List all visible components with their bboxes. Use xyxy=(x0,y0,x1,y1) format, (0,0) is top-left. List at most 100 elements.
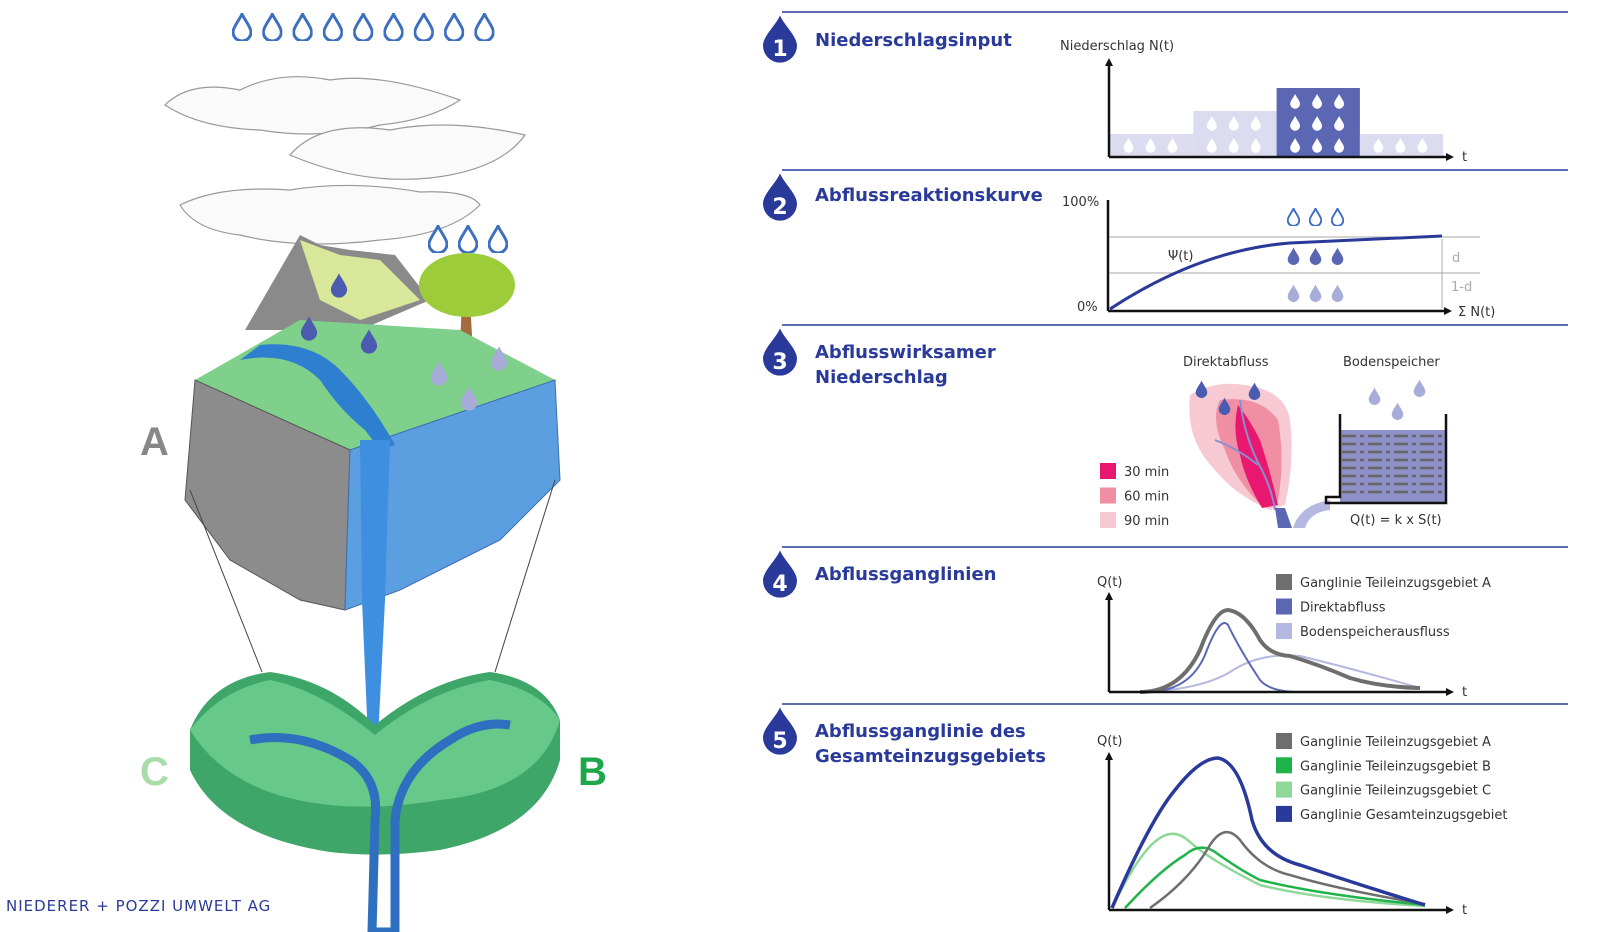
connector-line-right xyxy=(494,479,556,673)
section-2-title: Abflussreaktionskurve xyxy=(815,185,1043,206)
total-catchment-curve xyxy=(1110,756,1426,909)
legend-swatch xyxy=(1276,598,1292,615)
direct-runoff-curve xyxy=(1149,622,1301,693)
legend-label: Ganglinie Teileinzugsgebiet B xyxy=(1300,759,1491,774)
legend-swatch xyxy=(1100,463,1116,479)
section-1-x-label: t xyxy=(1462,150,1467,165)
drop-icon xyxy=(1309,284,1322,302)
legend-label: Ganglinie Teileinzugsgebiet C xyxy=(1300,784,1491,799)
section-1-y-label: Niederschlag N(t) xyxy=(1060,39,1174,54)
legend-label: Direktabfluss xyxy=(1300,601,1386,616)
step-number: 2 xyxy=(772,195,787,220)
drop-icon xyxy=(1331,208,1344,226)
section-4-title: Abflussganglinien xyxy=(815,564,996,585)
section-1-title: Niederschlagsinput xyxy=(815,30,1012,51)
legend-swatch xyxy=(1276,781,1292,798)
drop-icon xyxy=(232,13,252,41)
section-4-y-label: Q(t) xyxy=(1097,575,1122,590)
subcatchment-b-curve xyxy=(1124,846,1426,909)
subcatchment-a-curve xyxy=(1139,607,1421,694)
section-4-x-label: t xyxy=(1462,685,1467,700)
legend-label: Ganglinie Teileinzugsgebiet A xyxy=(1300,735,1491,750)
drop-icon xyxy=(1331,284,1344,302)
legend-label: Bodenspeicherausfluss xyxy=(1300,625,1450,640)
legend-label: 90 min xyxy=(1124,514,1169,529)
drop-icon xyxy=(458,225,478,253)
block-a xyxy=(184,320,561,740)
section-1: Niederschlagsinput Niederschlag N(t) t xyxy=(815,30,1467,165)
legend-label: 60 min xyxy=(1124,490,1169,505)
drop-icon xyxy=(1309,208,1322,226)
drop-icon xyxy=(1368,387,1381,405)
subcatchment-a-curve-5 xyxy=(1149,831,1426,910)
section-5-title-line1: Abflussganglinie des xyxy=(815,721,1026,742)
drop-icon xyxy=(1287,208,1300,226)
drop-icon xyxy=(488,225,508,253)
step-number: 3 xyxy=(772,350,787,375)
section-2: Abflussreaktionskurve 100% 0% d 1-d Ψ(t)… xyxy=(815,185,1495,320)
clouds xyxy=(164,76,527,245)
section-5: Abflussganglinie des Gesamteinzugsgebiet… xyxy=(815,721,1507,918)
drop-icon xyxy=(292,13,313,41)
legend-label: Ganglinie Teileinzugsgebiet A xyxy=(1300,576,1491,591)
drop-icon xyxy=(1195,380,1208,398)
section-2-drops xyxy=(1287,208,1344,302)
isochrone-legend: 30 min 60 min 90 min xyxy=(1100,463,1169,529)
section-lines xyxy=(782,11,1568,705)
drop-icon xyxy=(444,13,465,41)
rain-drops-top xyxy=(232,13,495,41)
drop-icon xyxy=(262,13,283,41)
legend-label: Ganglinie Gesamteinzugsgebiet xyxy=(1300,808,1507,823)
precipitation-bars xyxy=(1110,88,1444,157)
psi-label: Ψ(t) xyxy=(1168,249,1193,264)
legend-swatch xyxy=(1276,733,1292,749)
drop-icon xyxy=(1391,402,1404,420)
soil-storage-tank xyxy=(1324,414,1448,505)
soil-storage-label: Bodenspeicher xyxy=(1343,355,1440,370)
drop-icon xyxy=(353,13,374,41)
section-5-title-line2: Gesamteinzugsgebiets xyxy=(815,746,1046,767)
legend-swatch xyxy=(1276,574,1292,590)
legend-swatch xyxy=(1276,757,1292,774)
connector-line-left xyxy=(189,489,263,673)
block-bc xyxy=(190,672,560,932)
drop-icon xyxy=(1413,379,1426,397)
catchment-illustration: A B C NIEDERER + POZZI UMWELT AG xyxy=(6,13,607,932)
section-5-x-label: t xyxy=(1462,903,1467,918)
label-c: C xyxy=(140,750,169,794)
legend-swatch xyxy=(1100,487,1116,504)
step-number: 1 xyxy=(772,37,787,62)
step-number: 5 xyxy=(772,729,787,754)
credit-text: NIEDERER + POZZI UMWELT AG xyxy=(6,897,271,915)
runoff-coefficient-curve xyxy=(1109,234,1443,311)
section-3-title-line2: Niederschlag xyxy=(815,367,948,388)
drop-icon xyxy=(474,13,495,41)
storage-formula: Q(t) = k x S(t) xyxy=(1350,513,1442,528)
section-3: Abflusswirksamer Niederschlag Direktabfl… xyxy=(815,342,1448,529)
section-4: Abflussganglinien Q(t) t Ganglinie Teile… xyxy=(815,564,1491,700)
catchment-isochrones xyxy=(1189,383,1330,528)
legend-swatch xyxy=(1276,623,1292,639)
label-b: B xyxy=(578,750,607,794)
soil-storage-outflow-curve xyxy=(1139,654,1421,693)
direct-runoff-label: Direktabfluss xyxy=(1183,355,1269,370)
label-a: A xyxy=(140,420,169,464)
step-number: 4 xyxy=(772,572,787,597)
legend-swatch xyxy=(1276,805,1292,822)
legend-swatch xyxy=(1100,512,1116,528)
drop-icon xyxy=(1248,382,1261,400)
y-max-label: 100% xyxy=(1062,195,1099,210)
d-label: d xyxy=(1452,251,1460,266)
drop-icon xyxy=(1287,247,1300,265)
section-3-title-line1: Abflusswirksamer xyxy=(815,342,996,363)
section-4-legend: Ganglinie Teileinzugsgebiet A Direktabflu… xyxy=(1276,574,1491,640)
step-badges: 1 2 3 4 5 xyxy=(763,15,797,755)
legend-label: 30 min xyxy=(1124,465,1169,480)
drop-icon xyxy=(1331,247,1344,265)
section-5-y-label: Q(t) xyxy=(1097,734,1122,749)
section-2-x-label: Σ N(t) xyxy=(1458,305,1495,320)
drop-icon xyxy=(413,13,434,41)
drop-icon xyxy=(1287,284,1300,302)
section-5-legend: Ganglinie Teileinzugsgebiet A Ganglinie T… xyxy=(1276,733,1507,823)
